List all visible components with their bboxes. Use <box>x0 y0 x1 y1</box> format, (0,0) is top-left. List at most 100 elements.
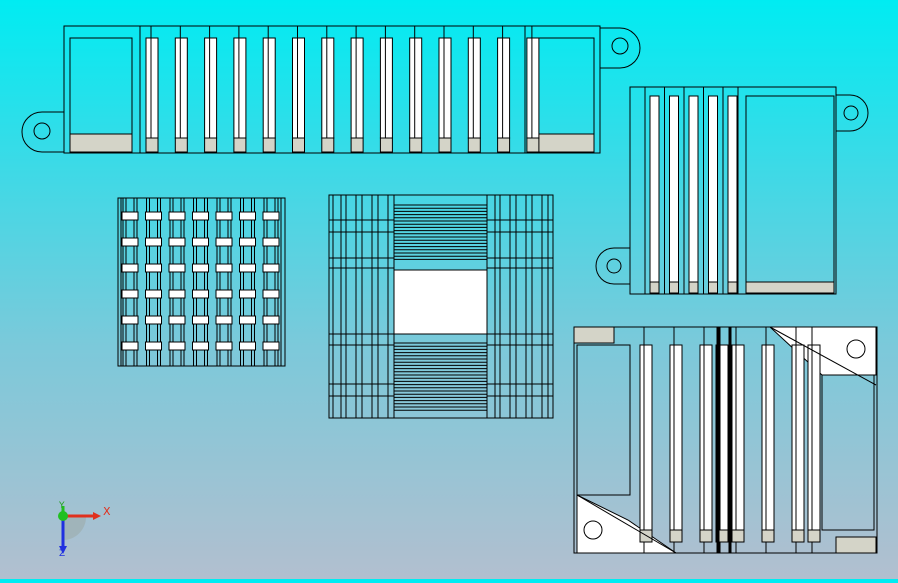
grid-pin <box>239 315 256 325</box>
grid-pin <box>215 211 233 221</box>
top-fin <box>145 37 159 139</box>
bottom-diagonal <box>769 326 877 386</box>
grid-pin <box>262 341 280 351</box>
bottom-fin-shade <box>761 529 775 543</box>
grid-pin <box>239 341 256 351</box>
bottom-fin-shade <box>731 529 745 543</box>
orientation-triad[interactable] <box>58 506 101 554</box>
bottom-fin <box>761 344 775 531</box>
grid-pin <box>145 341 162 351</box>
grid-pin <box>121 263 139 273</box>
bottom-fin <box>669 344 683 531</box>
x-axis-label: X <box>103 505 111 518</box>
top-fin-shade <box>350 137 364 153</box>
side-fin-shade <box>688 281 699 294</box>
bottom-fin-shade <box>807 529 821 543</box>
top-fin-shade <box>262 137 276 153</box>
bottom-fin <box>639 344 653 531</box>
top-fin-shade <box>438 137 452 153</box>
grid-pin <box>192 263 209 273</box>
side-fin-shade <box>727 281 738 294</box>
top-fin <box>233 37 247 139</box>
grid-pin <box>121 237 139 247</box>
grid-pin <box>168 237 186 247</box>
origin-sphere-icon <box>58 511 68 521</box>
end-center-block <box>393 269 488 335</box>
grid-pin <box>145 211 162 221</box>
top-fin-shade <box>409 137 423 153</box>
grid-pin <box>239 237 256 247</box>
bottom-fin-shade <box>669 529 683 543</box>
top-fin-shade <box>174 137 188 153</box>
side-view-fins <box>644 87 739 294</box>
end-view-stripes <box>329 195 553 418</box>
top-fin <box>379 37 393 139</box>
grid-pin <box>168 315 186 325</box>
top-fin <box>204 37 218 139</box>
top-fin <box>526 37 540 139</box>
fin-grid-view[interactable] <box>117 197 286 367</box>
side-fin <box>727 95 738 283</box>
side-fin-shade <box>669 281 679 294</box>
top-fin <box>467 37 481 139</box>
side-fin <box>649 95 660 283</box>
bottom-view[interactable] <box>573 326 878 554</box>
top-fin-shade <box>233 137 247 153</box>
top-fin <box>174 37 188 139</box>
grid-pin <box>215 289 233 299</box>
z-axis-label: Z <box>59 549 66 559</box>
grid-pin <box>192 211 209 221</box>
top-fin-shade <box>204 137 218 153</box>
grid-pin <box>192 315 209 325</box>
grid-pin <box>262 315 280 325</box>
fin-grid-columns <box>120 198 282 366</box>
grid-pin <box>215 237 233 247</box>
side-fin-shade <box>649 281 660 294</box>
top-view[interactable] <box>21 25 641 154</box>
bottom-fin <box>731 344 745 531</box>
grid-pin <box>192 237 209 247</box>
top-view-fins <box>139 26 540 153</box>
grid-pin <box>239 211 256 221</box>
triad-quadrant-icon <box>63 517 86 540</box>
bottom-fin-shade <box>791 529 805 543</box>
top-fin <box>409 37 423 139</box>
side-fin-shade <box>708 281 718 294</box>
z-axis-arrowhead-icon <box>59 546 67 554</box>
bottom-fin <box>791 344 805 531</box>
grid-pin <box>192 341 209 351</box>
end-view[interactable] <box>328 194 554 419</box>
top-fin <box>262 37 276 139</box>
bottom-view-fins <box>576 326 877 554</box>
grid-pin <box>215 263 233 273</box>
grid-pin <box>239 263 256 273</box>
top-fin <box>321 37 335 139</box>
top-fin-shade <box>379 137 393 153</box>
side-fin <box>669 95 679 283</box>
grid-pin <box>145 263 162 273</box>
grid-pin <box>121 211 139 221</box>
grid-pin <box>192 289 209 299</box>
bottom-fin-shade <box>699 529 713 543</box>
grid-pin <box>239 289 256 299</box>
top-fin-shade <box>467 137 481 153</box>
x-axis-arrowhead-icon <box>93 512 101 520</box>
side-view[interactable] <box>595 86 869 295</box>
grid-pin <box>262 211 280 221</box>
grid-pin <box>121 289 139 299</box>
top-fin <box>497 37 511 139</box>
side-fin <box>688 95 699 283</box>
grid-pin <box>168 211 186 221</box>
grid-pin <box>168 263 186 273</box>
side-fin <box>708 95 718 283</box>
grid-pin <box>145 289 162 299</box>
fin-grid-pins <box>121 211 280 351</box>
y-axis-label: Y <box>59 501 65 511</box>
grid-pin <box>262 289 280 299</box>
grid-pin <box>145 315 162 325</box>
top-fin-shade <box>145 137 159 153</box>
top-fin-shade <box>497 137 511 153</box>
grid-pin <box>215 315 233 325</box>
